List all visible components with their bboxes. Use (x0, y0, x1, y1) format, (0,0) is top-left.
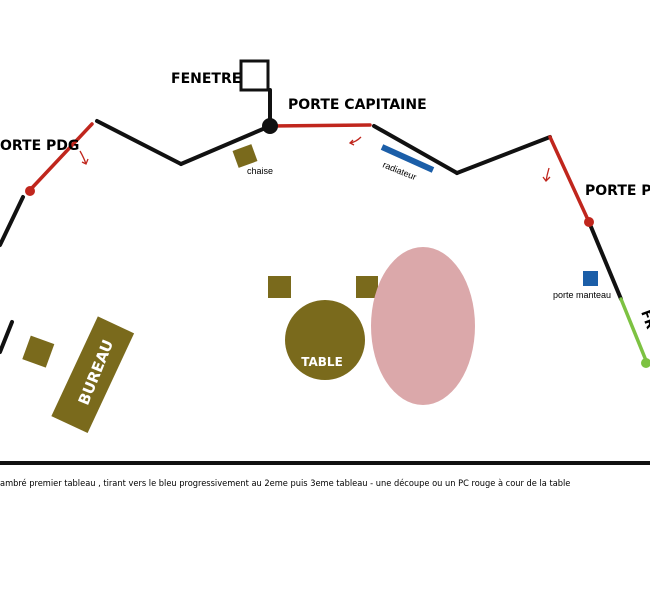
door-hinge-dot (641, 358, 650, 368)
door-green (619, 297, 649, 365)
swing-arrow-icon (79, 150, 89, 165)
label-porte-capitaine: PORTE CAPITAINE (288, 97, 427, 113)
door-porte-capitaine (268, 123, 372, 128)
doors (28, 122, 591, 224)
walls (0, 88, 623, 354)
radiateur (380, 144, 435, 173)
wall-segment (0, 320, 14, 354)
label-porte-pdg: ORTE PDG (0, 138, 79, 154)
table-chair (268, 276, 291, 298)
door-porte-pdg (28, 122, 94, 192)
wall-segment (95, 119, 183, 166)
door-porte-right (548, 135, 591, 224)
junction-dot (262, 118, 278, 134)
label-fenetre: FENETRE (171, 71, 241, 87)
wall-segment (372, 124, 459, 175)
fenetre-window (239, 59, 270, 92)
wall-segment (455, 135, 552, 175)
bureau-chair (22, 335, 55, 368)
caption-text: ambré premier tableau , tirant vers le b… (0, 478, 570, 489)
door-swing-arrows (79, 136, 551, 182)
label-table: TABLE (301, 355, 343, 369)
porte-manteau (583, 271, 598, 286)
label-porte-right: PORTE PR (585, 183, 650, 199)
label-right-edge: FR (637, 308, 650, 331)
table (285, 300, 365, 380)
pink-oval (371, 247, 475, 405)
bureau (51, 316, 135, 434)
label-porte-manteau: porte manteau (553, 290, 611, 300)
door-hinge-dot (584, 217, 594, 227)
label-chaise: chaise (247, 166, 273, 176)
wall-segment (0, 195, 25, 247)
table-chair (356, 276, 378, 298)
wall-segment (587, 220, 623, 301)
swing-arrow-icon (348, 136, 362, 146)
chaise (232, 144, 258, 168)
wall-segment (179, 124, 272, 166)
swing-arrow-icon (542, 167, 551, 182)
door-hinge-dot (25, 186, 35, 196)
